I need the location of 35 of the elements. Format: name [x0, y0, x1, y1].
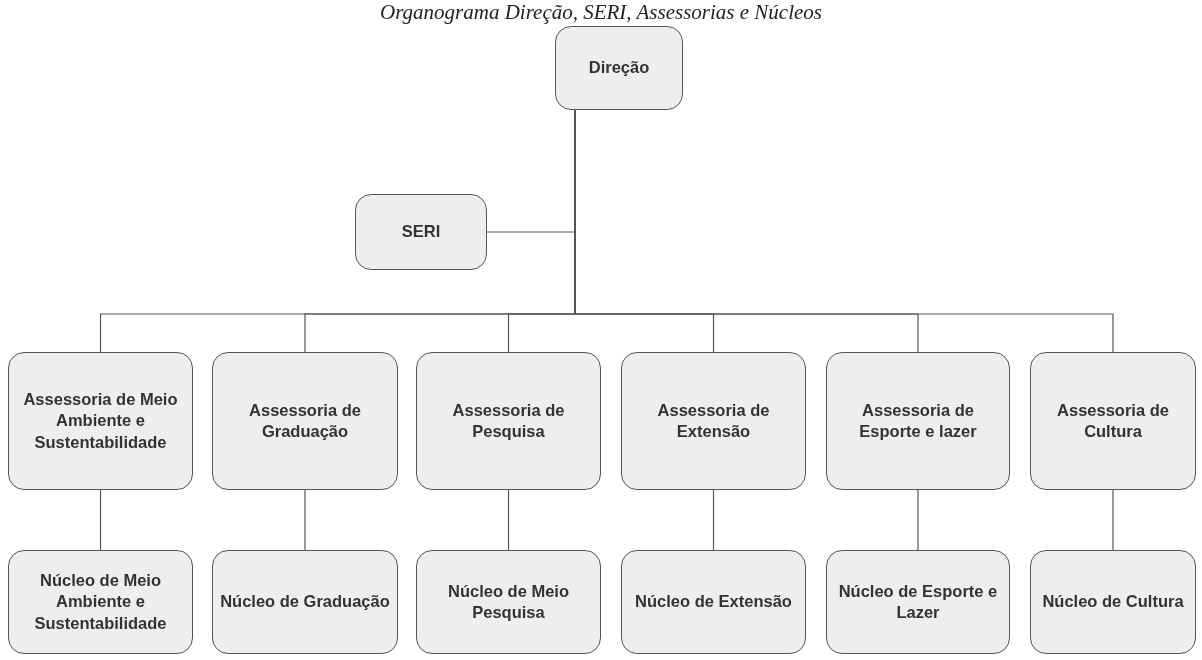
node-label: Assessoria de Graduação [248, 399, 362, 442]
connector-line [1112, 489, 1114, 551]
connector-line [507, 489, 510, 551]
unit-box [8, 550, 193, 654]
advisory-box [826, 352, 1010, 490]
node-label: Núcleo de Graduação [220, 591, 390, 613]
node-label: Assessoria de Esporte e lazer [858, 399, 978, 442]
node-label: Núcleo de Extensão [635, 591, 792, 613]
connector-line [917, 489, 919, 551]
office-box [355, 194, 487, 270]
unit-box [1030, 550, 1196, 654]
connector-line [304, 489, 306, 551]
node-label: Núcleo de Meio Ambiente e Sustentabilidade [33, 569, 168, 634]
node-label: Assessoria de Cultura [1056, 399, 1170, 442]
advisory-box [416, 352, 601, 490]
unit-box [416, 550, 601, 654]
unit-box [621, 550, 806, 654]
unit-box [212, 550, 398, 654]
connector-line [99, 489, 102, 551]
advisory-box [212, 352, 398, 490]
node-label: SERI [401, 221, 441, 243]
advisory-box [621, 352, 806, 490]
advisory-box [1030, 352, 1196, 490]
director-box [555, 26, 683, 110]
node-label: Núcleo de Meio Pesquisa [447, 580, 570, 623]
node-label: Núcleo de Esporte e Lazer [837, 580, 999, 623]
advisory-box [8, 352, 193, 490]
diagram-title: Organograma Direção, SERI, Assessorias e Núcleos [380, 0, 822, 25]
node-label: Direção [588, 57, 650, 79]
connector-line [712, 489, 715, 551]
node-label: Núcleo de Cultura [1042, 591, 1184, 613]
node-label: Assessoria de Pesquisa [451, 399, 566, 442]
unit-box [826, 550, 1010, 654]
node-label: Assessoria de Extensão [656, 399, 771, 442]
node-label: Assessoria de Meio Ambiente e Sustentabilidade [22, 388, 179, 453]
